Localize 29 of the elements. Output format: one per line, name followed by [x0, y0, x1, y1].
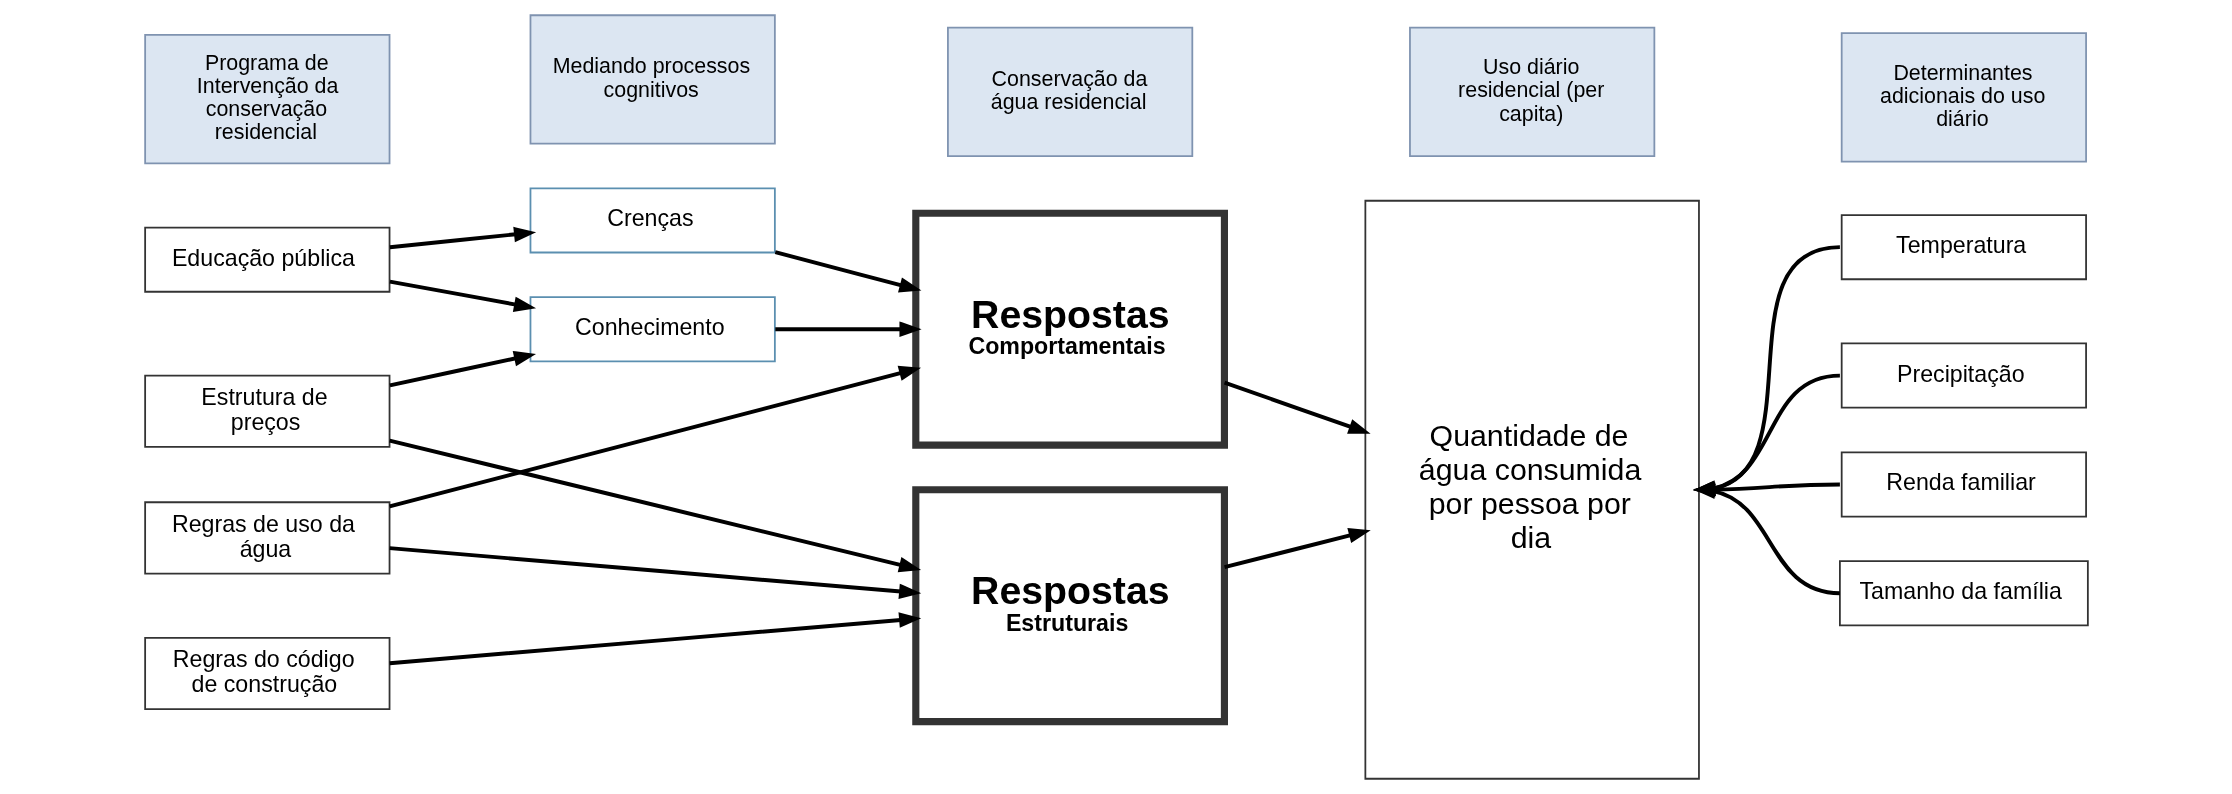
node-box: Crenças	[529, 187, 776, 254]
arrow	[774, 250, 921, 293]
node-box: Educação pública	[143, 226, 390, 293]
arrow	[1223, 528, 1371, 569]
arrow	[389, 279, 536, 312]
arrow	[389, 350, 536, 388]
arrow	[388, 438, 921, 573]
node-box: Regras de uso da água	[143, 501, 390, 575]
node-box: Tamanho da família	[1838, 560, 2089, 627]
node-box: Renda familiar	[1840, 451, 2087, 518]
node-box: Respostas Comportamentais	[911, 209, 1228, 449]
arrow	[388, 546, 921, 600]
arrow	[389, 226, 536, 250]
node-box: Regras do código de construção	[143, 636, 390, 711]
node-box: Mediando processos cognitivos	[529, 14, 776, 145]
node-box: Determinantes adicionais do uso diário	[1840, 32, 2087, 163]
node-box: Respostas Estruturais	[911, 486, 1228, 726]
node-box: Programa de Intervenção da conservação residencial	[143, 33, 390, 165]
arrow	[388, 612, 921, 666]
node-box: Uso diário residencial (per capita)	[1408, 26, 1655, 158]
node-box: Temperatura	[1840, 214, 2087, 281]
node-box: Conservação da água residencial	[946, 26, 1193, 158]
node-box: Precipitação	[1840, 342, 2087, 409]
node-box: Quantidade de água consumida por pessoa por dia	[1363, 199, 1700, 780]
arrow	[388, 365, 921, 509]
arrow	[774, 321, 922, 337]
node-box: Estrutura de preços	[143, 374, 390, 448]
arrow	[1223, 380, 1371, 434]
node-box: Conhecimento	[529, 296, 776, 363]
